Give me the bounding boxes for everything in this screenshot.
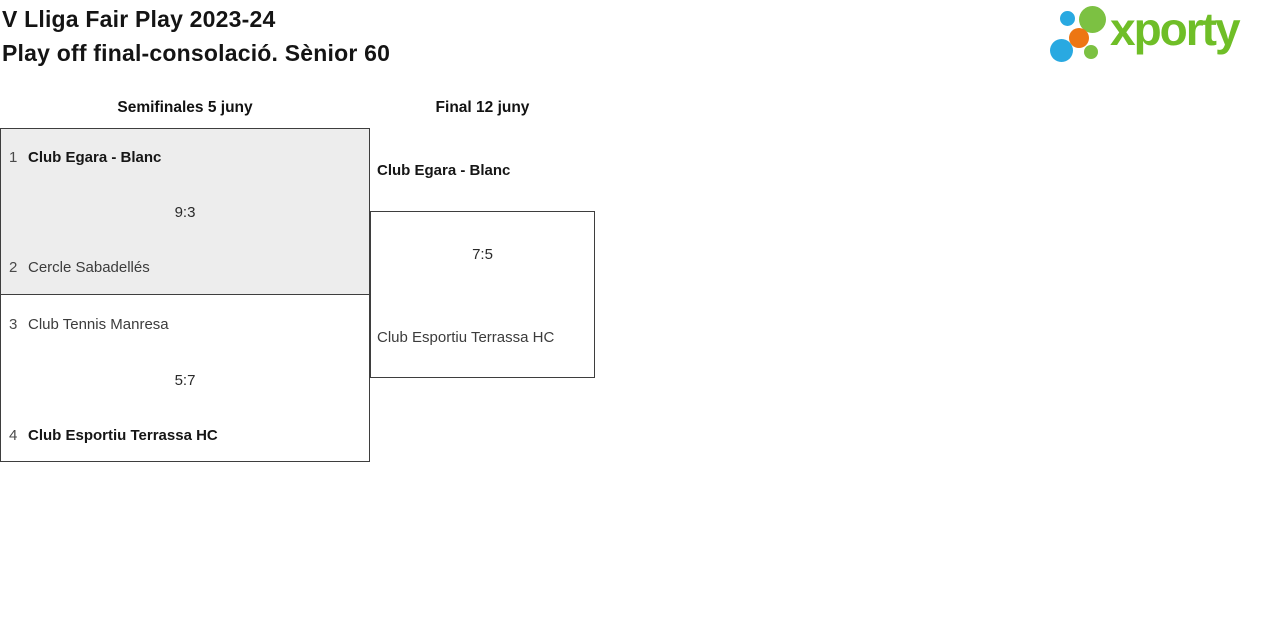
logo-dot-blue-small-icon [1060, 11, 1075, 26]
team-name: Club Esportiu Terrassa HC [28, 427, 218, 444]
team-seed: 3 [9, 316, 18, 333]
logo-dot-green-small-icon [1084, 45, 1098, 59]
team-row: 3 Club Tennis Manresa [9, 315, 169, 334]
xporty-logo[interactable]: xporty [1045, 0, 1280, 75]
match-score: 9:3 [174, 204, 196, 221]
team-name: Cercle Sabadellés [28, 259, 150, 276]
match-card-semifinal-2[interactable]: 3 Club Tennis Manresa 5:7 4 Club Esportiu … [0, 294, 370, 462]
page-title: V Lliga Fair Play 2023-24 Play off final… [2, 2, 390, 70]
match-card-semifinal-1[interactable]: 1 Club Egara - Blanc 9:3 2 Cercle Sabadell… [0, 128, 370, 295]
team-seed: 4 [9, 427, 18, 444]
logo-dot-blue-big-icon [1050, 39, 1073, 62]
team-row: 1 Club Egara - Blanc [9, 148, 161, 167]
team-name: Club Esportiu Terrassa HC [377, 329, 555, 346]
team-seed: 1 [9, 149, 18, 166]
logo-dot-orange-icon [1069, 28, 1089, 48]
team-row: 2 Cercle Sabadellés [9, 258, 150, 277]
final-team-top: Club Egara - Blanc [377, 161, 510, 180]
title-line-1: V Lliga Fair Play 2023-24 [2, 6, 276, 32]
title-line-2: Play off final-consolació. Sènior 60 [2, 40, 391, 66]
team-row: Club Esportiu Terrassa HC [377, 328, 554, 347]
match-score: 7:5 [472, 246, 493, 263]
round-header-semifinals: Semifinales 5 juny [117, 99, 253, 116]
match-card-final[interactable]: 7:5 Club Esportiu Terrassa HC [370, 211, 595, 378]
round-header-final: Final 12 juny [435, 99, 530, 116]
team-name: Club Egara - Blanc [377, 162, 511, 179]
team-seed: 2 [9, 259, 18, 276]
team-name: Club Tennis Manresa [28, 316, 169, 333]
team-name: Club Egara - Blanc [28, 149, 162, 166]
match-score: 5:7 [174, 372, 196, 389]
logo-wordmark: xporty [1110, 3, 1241, 55]
team-row: 4 Club Esportiu Terrassa HC [9, 426, 218, 445]
